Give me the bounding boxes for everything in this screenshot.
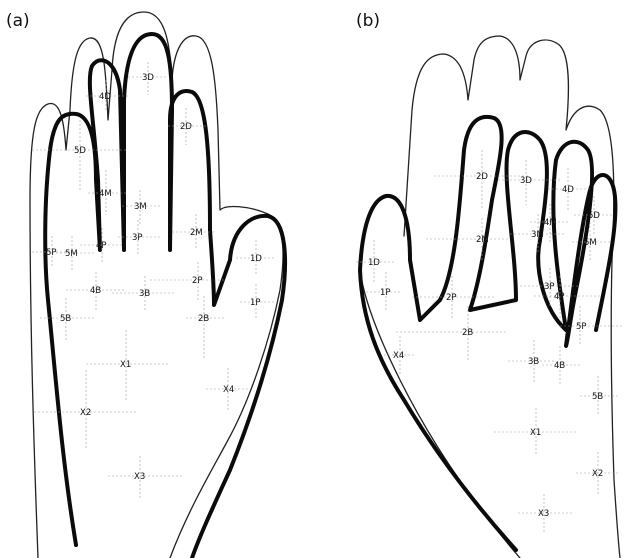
marker-b-3D: 3D <box>520 176 532 186</box>
marker-a-3B: 3B <box>139 289 150 299</box>
marker-a-3D: 3D <box>142 73 154 83</box>
marker-a-5D: 5D <box>74 146 86 156</box>
marker-b-5D: 5D <box>588 211 600 221</box>
marker-a-X1: X1 <box>120 360 131 370</box>
marker-a-5B: 5B <box>60 314 71 324</box>
marker-a-3P: 3P <box>132 233 143 243</box>
marker-a-2D: 2D <box>180 122 192 132</box>
marker-b-X2: X2 <box>592 469 603 479</box>
marker-a-1P: 1P <box>250 298 261 308</box>
marker-a-X3: X3 <box>134 472 145 482</box>
marker-a-5P: 5P <box>46 248 57 258</box>
marker-a-2P: 2P <box>192 276 203 286</box>
panel-a-thick-hand-outline <box>45 34 285 558</box>
marker-a-1D: 1D <box>250 254 262 264</box>
marker-a-4M: 4M <box>99 189 112 199</box>
marker-b-5P: 5P <box>576 322 587 332</box>
marker-b-2M: 2M <box>476 235 489 245</box>
marker-a-4P: 4P <box>96 241 107 251</box>
marker-b-X1: X1 <box>530 428 541 438</box>
marker-a-4B: 4B <box>90 286 101 296</box>
marker-b-3B: 3B <box>528 357 539 367</box>
panel-b: (b) <box>356 11 622 558</box>
marker-b-3P: 3P <box>544 282 555 292</box>
marker-b-X3: X3 <box>538 509 549 519</box>
panel-a: (a) <box>6 11 285 558</box>
panel-b-label: (b) <box>356 11 380 31</box>
marker-b-1D: 1D <box>368 258 380 268</box>
marker-b-5M: 5M <box>584 238 597 248</box>
marker-b-2B: 2B <box>462 328 473 338</box>
marker-a-2M: 2M <box>190 228 203 238</box>
marker-a-3M: 3M <box>134 202 147 212</box>
marker-b-X4: X4 <box>393 351 404 361</box>
marker-a-5M: 5M <box>65 249 78 259</box>
marker-b-2D: 2D <box>476 172 488 182</box>
marker-b-4M: 4M <box>544 218 557 228</box>
marker-b-4B: 4B <box>554 361 565 371</box>
marker-b-5B: 5B <box>592 392 603 402</box>
marker-b-3M: 3M <box>531 230 544 240</box>
marker-a-4D: 4D <box>99 92 111 102</box>
marker-b-2P: 2P <box>446 293 457 303</box>
marker-b-4D: 4D <box>562 185 574 195</box>
marker-a-X4: X4 <box>223 385 234 395</box>
marker-a-2B: 2B <box>198 314 209 324</box>
marker-a-X2: X2 <box>80 408 91 418</box>
panel-a-label: (a) <box>6 11 30 31</box>
marker-b-4P: 4P <box>554 292 565 302</box>
panel-a-markers: 3D 4D 2D 5D 4M 3M 2M 4P 3P 5P 5M 1D 2P 4… <box>46 73 262 482</box>
marker-b-1P: 1P <box>380 288 391 298</box>
